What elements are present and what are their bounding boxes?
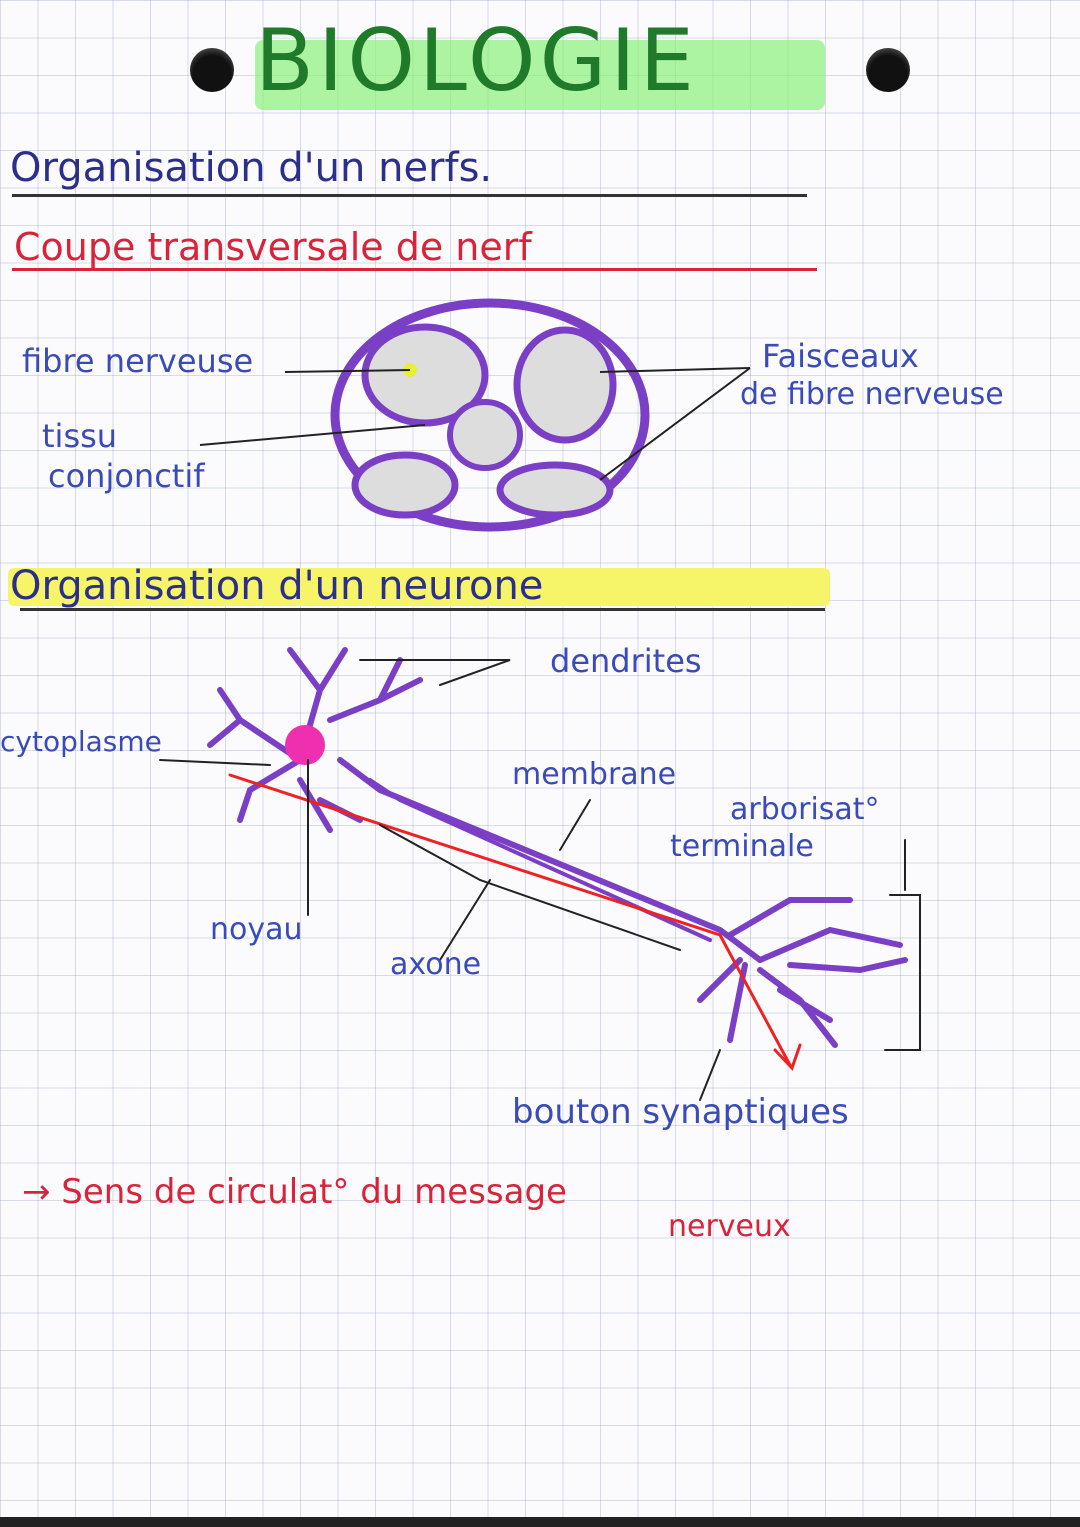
label-conjonctif: conjonctif (48, 457, 205, 495)
label-faisceaux: Faisceaux (762, 337, 919, 375)
heading-highlight (8, 568, 830, 606)
label-fibre-nerveuse: fibre nerveuse (22, 342, 254, 380)
label-dendrites: dendrites (550, 642, 702, 680)
section1-heading: Organisation d'un nerfs. (10, 145, 493, 191)
section2-heading: Organisation d'un neurone (10, 563, 544, 609)
label-terminale: terminale (670, 829, 814, 864)
note-direction-cont: nerveux (668, 1209, 791, 1244)
label-bouton-synaptiques: bouton synaptiques (512, 1092, 849, 1132)
note-direction: → Sens de circulat° du message (22, 1172, 567, 1212)
punch-hole-right (866, 48, 910, 92)
label-axone: axone (390, 947, 482, 982)
divider (20, 608, 825, 611)
divider (12, 194, 807, 197)
label-de-fibre-nerveuse: de fibre nerveuse (740, 377, 1004, 412)
punch-hole-left (190, 48, 234, 92)
nerve-cross-section (199, 298, 751, 532)
label-arborisation: arborisat° (730, 792, 880, 827)
page-title: BIOLOGIE (255, 11, 698, 111)
label-tissu: tissu (42, 417, 118, 455)
label-membrane: membrane (512, 757, 677, 792)
title-highlight (255, 40, 825, 110)
label-cytoplasme: cytoplasme (0, 725, 162, 758)
neuron-diagram (159, 647, 921, 1101)
divider (12, 268, 817, 271)
section1-subheading: Coupe transversale de nerf (14, 225, 532, 269)
label-noyau: noyau (210, 912, 303, 947)
page-edge (0, 1517, 1080, 1527)
